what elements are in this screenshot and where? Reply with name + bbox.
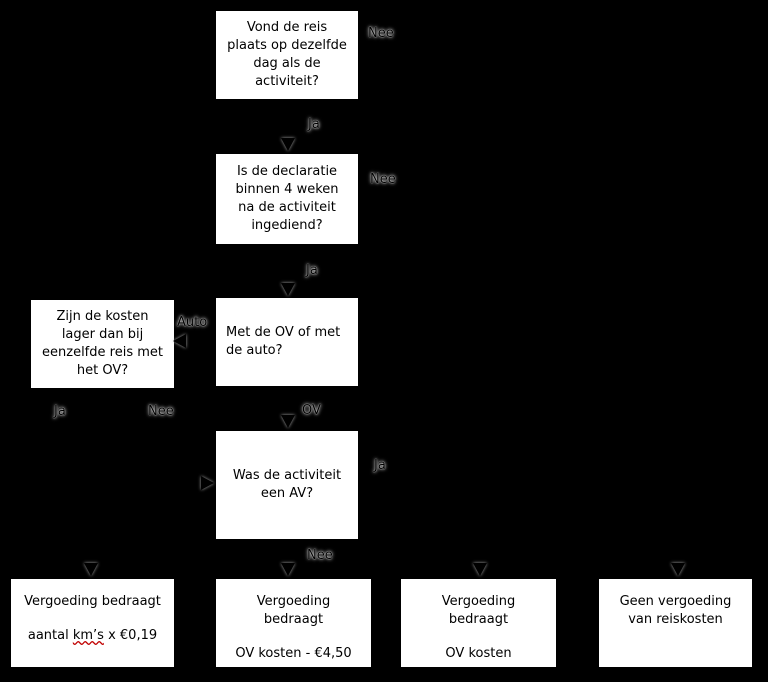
- edge-label-declaration-no: Nee: [370, 172, 396, 187]
- edge-label-ov: OV: [302, 403, 321, 418]
- node-result-km: Vergoeding bedraagt aantal km’s x €0,19: [10, 578, 175, 668]
- arrow-left-icon: [173, 334, 186, 348]
- arrow-right-icon: [201, 476, 214, 490]
- node-question-activity-av: Was de activiteit een AV?: [215, 430, 359, 540]
- node-question-same-day: Vond de reis plaats op dezelfde dag als …: [215, 10, 359, 100]
- node-result-none-text: Geen vergoeding van reiskosten: [619, 594, 732, 628]
- node-result-ov-discount-title: Vergoeding bedraagt: [256, 594, 331, 628]
- node-result-none: Geen vergoeding van reiskosten: [598, 578, 753, 668]
- arrow-down-icon: [281, 415, 295, 428]
- edge-label-declaration-yes: Ja: [306, 263, 318, 278]
- arrow-down-icon: [473, 563, 487, 576]
- arrow-down-icon: [281, 283, 295, 296]
- node-question-declaration-text: Is de declaratie binnen 4 weken na de ac…: [235, 163, 339, 234]
- node-question-same-day-text: Vond de reis plaats op dezelfde dag als …: [227, 19, 347, 90]
- edge-label-costs-yes: Ja: [54, 404, 66, 419]
- edge-label-av-no: Nee: [307, 548, 333, 563]
- node-question-declaration: Is de declaratie binnen 4 weken na de ac…: [215, 153, 359, 245]
- edge-label-same-day-yes: Ja: [308, 117, 320, 132]
- node-question-ov-or-auto: Met de OV of met de auto?: [215, 297, 359, 387]
- node-result-km-title: Vergoeding bedraagt: [24, 594, 161, 609]
- node-result-ov-discount-amount: OV kosten - €4,50: [235, 646, 352, 662]
- node-result-ov-discount: Vergoeding bedraagt OV kosten - €4,50: [215, 578, 372, 668]
- arrow-down-icon: [281, 138, 295, 151]
- node-question-activity-av-text: Was de activiteit een AV?: [232, 467, 342, 501]
- node-result-km-amount: aantal km’s x €0,19: [28, 627, 157, 645]
- node-question-costs-lower-text: Zijn de kosten lager dan bij eenzelfde r…: [42, 308, 163, 379]
- node-result-ov-amount: OV kosten: [445, 646, 512, 662]
- arrow-down-icon: [671, 563, 685, 576]
- node-question-costs-lower: Zijn de kosten lager dan bij eenzelfde r…: [30, 299, 175, 389]
- arrow-down-icon: [84, 563, 98, 576]
- result-km-amount-suffix: x €0,19: [103, 628, 158, 644]
- arrow-down-icon: [281, 563, 295, 576]
- edge-label-av-yes: Ja: [374, 458, 386, 473]
- node-question-ov-or-auto-text: Met de OV of met de auto?: [226, 324, 341, 358]
- edge-label-auto: Auto: [177, 315, 208, 330]
- result-km-amount-misspelled: km’s: [72, 628, 104, 644]
- result-km-amount-prefix: aantal: [27, 628, 73, 644]
- edge-label-same-day-no: Nee: [368, 26, 394, 41]
- node-result-ov: Vergoeding bedraagt OV kosten: [400, 578, 557, 668]
- edge-label-costs-no: Nee: [148, 404, 174, 419]
- node-result-ov-title: Vergoeding bedraagt: [441, 594, 516, 628]
